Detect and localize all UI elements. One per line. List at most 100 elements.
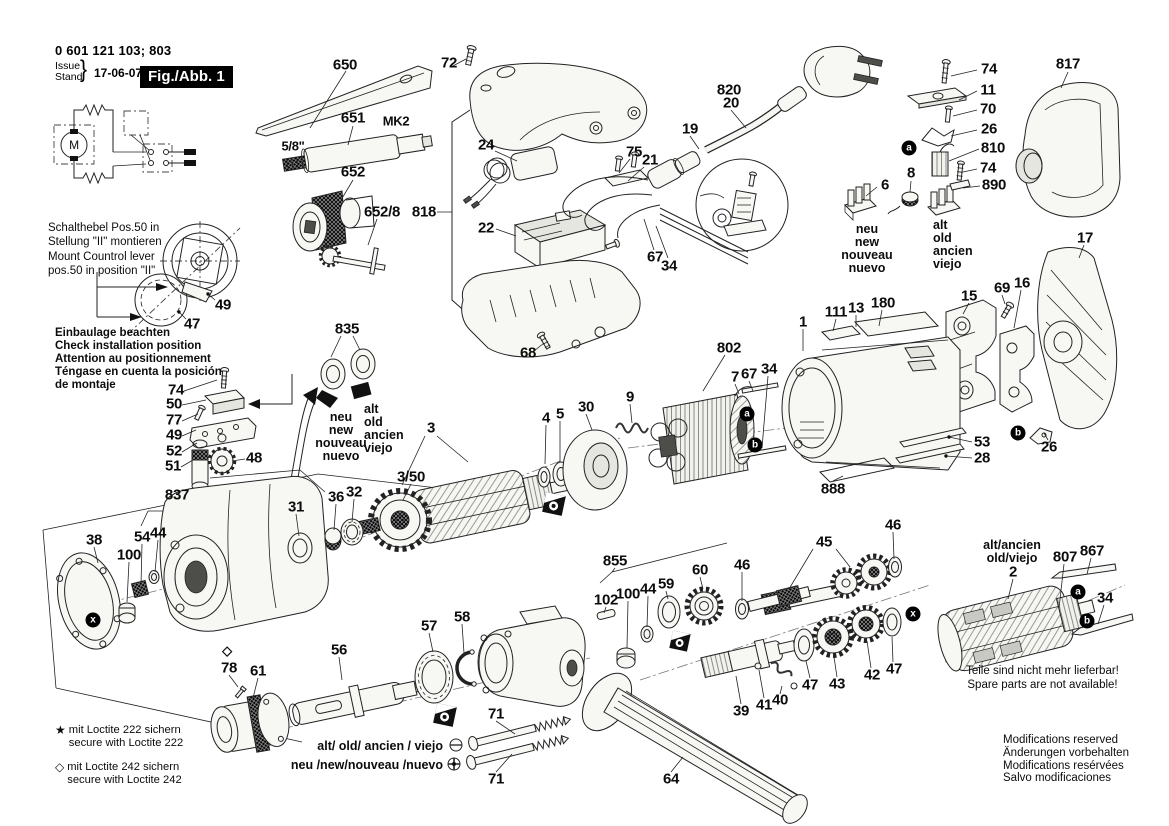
control-lever-discs — [96, 223, 238, 327]
reference-badge-x: x — [85, 612, 101, 628]
drift-key-650 — [255, 65, 433, 137]
armature-3 — [353, 429, 628, 552]
gear-60-shaft — [596, 584, 811, 669]
part-number-label: 835 — [334, 320, 360, 338]
switch-22 — [513, 209, 620, 269]
taper-arbor-651 — [282, 133, 433, 174]
part-number-label: 652 — [340, 163, 366, 181]
part-number-label: 30 — [577, 398, 595, 416]
part-number-label: 100 — [116, 546, 142, 564]
part-number-label: 47 — [183, 315, 201, 333]
phillips-head-icon — [447, 757, 461, 771]
clamp-16 — [999, 325, 1035, 413]
part-number-label: 59 — [657, 575, 675, 593]
variant-text-label: alt/ old/ ancien / viejo — [317, 739, 443, 753]
part-number-label: 46 — [884, 516, 902, 534]
star-icon: ★ — [55, 723, 66, 737]
part-number-label: 74 — [167, 381, 185, 399]
output-spindle-39 — [700, 638, 797, 679]
power-cord-and-plug — [647, 45, 883, 189]
handle-shell-lower — [461, 259, 641, 358]
screw-71-new — [466, 734, 570, 770]
part-number-label: M — [69, 138, 79, 152]
part-number-label: 50 — [165, 395, 183, 413]
part-number-label: 3/50 — [397, 468, 425, 486]
part-number-label: 78 — [220, 659, 238, 677]
nut-8 — [887, 191, 919, 215]
reference-badge-a: a — [901, 140, 917, 156]
gear-housing-837 — [159, 469, 329, 632]
part-number-label: 111 — [824, 303, 848, 321]
handle-cover — [465, 45, 648, 151]
part-number-label: 13 — [847, 299, 865, 317]
seal-31-nut-36-bearing-32 — [287, 518, 364, 564]
part-number-label: 77 — [165, 411, 183, 429]
part-number-label: 58 — [453, 608, 471, 626]
part-number-label: 180 — [870, 294, 896, 312]
part-number-label: 38 — [85, 531, 103, 549]
part-number-label: 1 — [798, 313, 808, 331]
part-number-label: 5 — [555, 405, 565, 423]
detent-41-spring-40 — [754, 661, 798, 690]
part-number-label: 650 — [332, 56, 358, 74]
issue-date: 17-06-07 — [94, 66, 143, 80]
reference-badge-x: x — [905, 606, 921, 622]
screw-69 — [1000, 301, 1015, 319]
part-number-label: 49 — [214, 296, 232, 314]
variant-text-label: neu /new/nouveau /nuevo — [290, 758, 443, 772]
bearing-57 — [414, 650, 454, 704]
part-number-label: 5/8" — [281, 138, 305, 154]
reference-badge-b: b — [1010, 425, 1026, 441]
gear-43 — [812, 616, 854, 658]
part-number-label: 52 — [165, 442, 183, 460]
part-number-label: 890 — [981, 176, 1007, 194]
part-number-label: 68 — [519, 344, 537, 362]
part-number-label: 47 — [885, 660, 903, 678]
washer-47-left — [793, 628, 815, 662]
part-number-label: 17 — [1076, 229, 1094, 247]
part-number-label: 45 — [815, 533, 833, 551]
part-number-label: 651 — [340, 109, 366, 127]
part-number-label: 26 — [1040, 438, 1058, 456]
part-number-label: 888 — [820, 480, 846, 498]
part-number-label: 19 — [681, 120, 699, 138]
side-handle-grip-817 — [1015, 81, 1121, 218]
part-number-label: MK2 — [382, 113, 410, 129]
leader-lines — [93, 58, 1105, 773]
part-number-label: 8 — [906, 164, 916, 182]
part-number-label: 46 — [733, 556, 751, 574]
part-number-label: 43 — [828, 675, 846, 693]
part-number-label: 56 — [330, 641, 348, 659]
part-number-label: 72 — [440, 54, 458, 72]
part-number-label: 60 — [691, 561, 709, 579]
part-number-label: 49 — [165, 426, 183, 444]
part-number-label: 57 — [420, 617, 438, 635]
part-number-label: 48 — [245, 449, 263, 467]
part-number-label: 11 — [980, 81, 996, 99]
figure-box: Fig./Abb. 1 — [140, 66, 233, 88]
part-number-label: 40 — [771, 691, 789, 709]
part-number-label: 807 — [1052, 548, 1078, 566]
part-number-label: 26 — [980, 120, 998, 138]
parts-not-available-note: Teile sind nicht mehr lieferbar!Spare pa… — [966, 665, 1119, 691]
catalog-part-number: 0 601 121 103; 803 — [55, 43, 172, 58]
part-number-label: 44 — [149, 524, 167, 542]
part-number-label: 70 — [979, 100, 997, 118]
part-number-label: 28 — [973, 449, 991, 467]
part-number-label: 64 — [662, 770, 680, 788]
diamond-icon: ◇ — [55, 760, 65, 774]
part-number-label: 41 — [755, 696, 773, 714]
part-number-label: 75 — [625, 143, 643, 161]
part-number-label: 22 — [477, 219, 495, 237]
part-number-label: 20 — [722, 94, 740, 112]
bearings-835 — [283, 348, 376, 518]
part-number-label: 810 — [980, 139, 1006, 157]
